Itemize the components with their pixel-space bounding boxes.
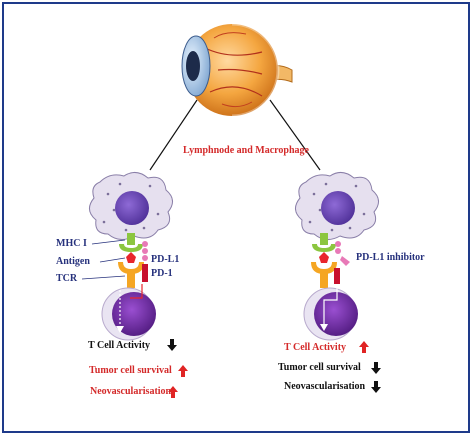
label-pdl1: PD-L1 [151,254,180,265]
leader-tcr [81,275,126,280]
macrophage-left [89,172,173,240]
connector-line-left [149,99,198,171]
pdl1-left [142,241,148,261]
label-pd1: PD-1 [151,268,173,279]
label-tcr: TCR [56,273,78,284]
right-outcome-tcell-activity: T Cell Activity [284,342,347,353]
t-cell-left [101,284,156,341]
leader-antigen [99,257,126,263]
left-outcome-tcell-activity: T Cell Activity [88,340,151,351]
pd1-right [334,268,340,284]
arrow-right-tumor-survival [371,362,381,374]
pdl1-inhibitor-icon [340,256,350,266]
label-pdl1-inhibitor: PD-L1 inhibitor [356,252,425,263]
arrow-left-neovascularisation [168,386,178,398]
arrow-right-neovascularisation [371,381,381,393]
pdl1-right [335,241,341,254]
right-outcome-tumor-survival: Tumor cell survival [278,362,361,373]
figure-border [2,2,470,433]
macrophage-right [295,172,379,240]
left-outcome-neovascularisation: Neovascularisation [90,386,172,397]
arrow-left-tcell-activity [167,339,177,351]
pd1-left [142,264,148,282]
arrow-right-tcell-activity [359,341,369,353]
left-outcome-tumor-survival: Tumor cell survival [89,365,172,376]
t-cell-right [303,284,358,341]
mhc-receptor-left [119,233,143,252]
connector-line-right [269,99,321,171]
arrow-left-tumor-survival [178,365,188,377]
right-outcome-neovascularisation: Neovascularisation [284,381,366,392]
antigen-marker-left [126,252,136,263]
mhc-receptor-right [312,233,336,252]
label-mhc: MHC I [56,238,87,249]
tcr-receptor-left [118,262,144,288]
antigen-marker-right [319,252,329,263]
tcr-receptor-right [311,262,337,288]
leader-mhc [91,239,126,245]
center-label: Lymphnode and Macrophage [183,145,309,156]
label-antigen: Antigen [56,256,90,267]
eye-illustration [181,22,293,118]
